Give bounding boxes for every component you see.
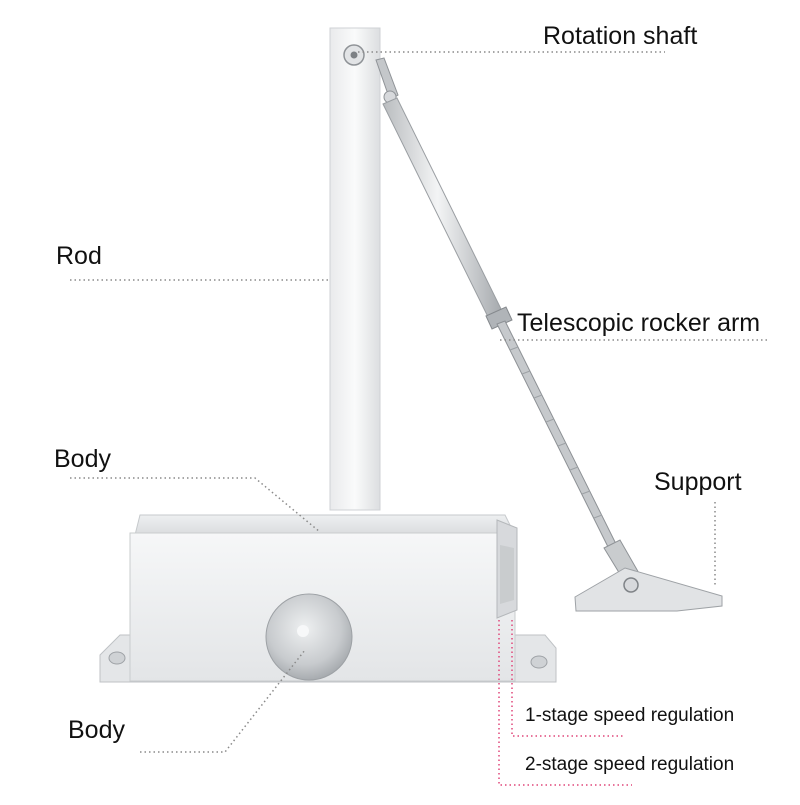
support-bracket (574, 539, 723, 612)
threaded-rod (496, 320, 625, 564)
label-rod: Rod (56, 242, 102, 270)
telescopic-tube (382, 97, 513, 330)
speed-valve-disc (265, 593, 353, 681)
leader-body-upper (70, 477, 321, 533)
label-telescopic-rocker-arm: Telescopic rocker arm (517, 309, 761, 337)
label-speed-regulation-1: 1-stage speed regulation (525, 705, 735, 726)
rod-arm (329, 27, 381, 511)
label-body-upper: Body (54, 445, 111, 473)
label-speed-regulation-2: 2-stage speed regulation (525, 754, 735, 775)
label-support: Support (654, 468, 742, 496)
leader-speed-2 (498, 620, 632, 786)
label-rotation-shaft: Rotation shaft (543, 22, 698, 50)
leader-body-lower (140, 649, 306, 753)
label-body-lower: Body (68, 716, 125, 744)
leader-lines (70, 51, 770, 786)
